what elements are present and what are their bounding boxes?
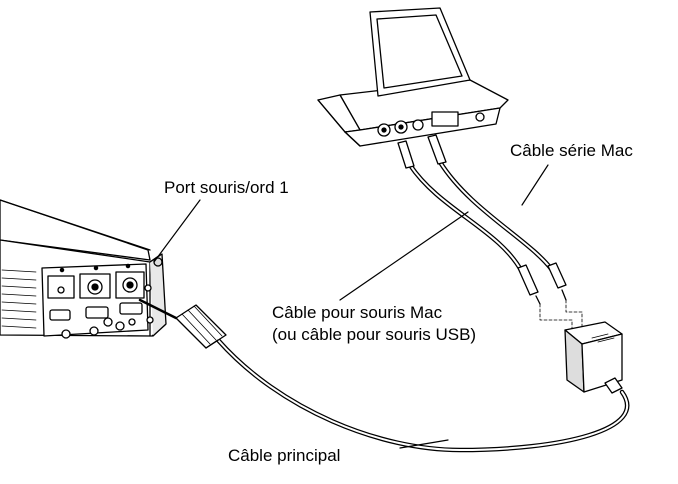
adapter-guides (539, 299, 583, 333)
usb-mouse-cable-label: (ou câble pour souris USB) (272, 325, 477, 344)
adapter-box (564, 321, 623, 394)
main-cable (138, 298, 630, 453)
mac-mouse-cable-label: Câble pour souris Mac (272, 303, 443, 322)
leader-lines (153, 164, 549, 449)
mac-mouse-cable (397, 140, 541, 305)
mac-serial-cable-label: Câble série Mac (510, 141, 633, 160)
port-souris-label: Port souris/ord 1 (164, 178, 289, 197)
projector (0, 199, 167, 339)
laptop (317, 7, 509, 147)
mac-serial-cable (427, 134, 567, 301)
main-cable-label: Câble principal (228, 446, 341, 465)
